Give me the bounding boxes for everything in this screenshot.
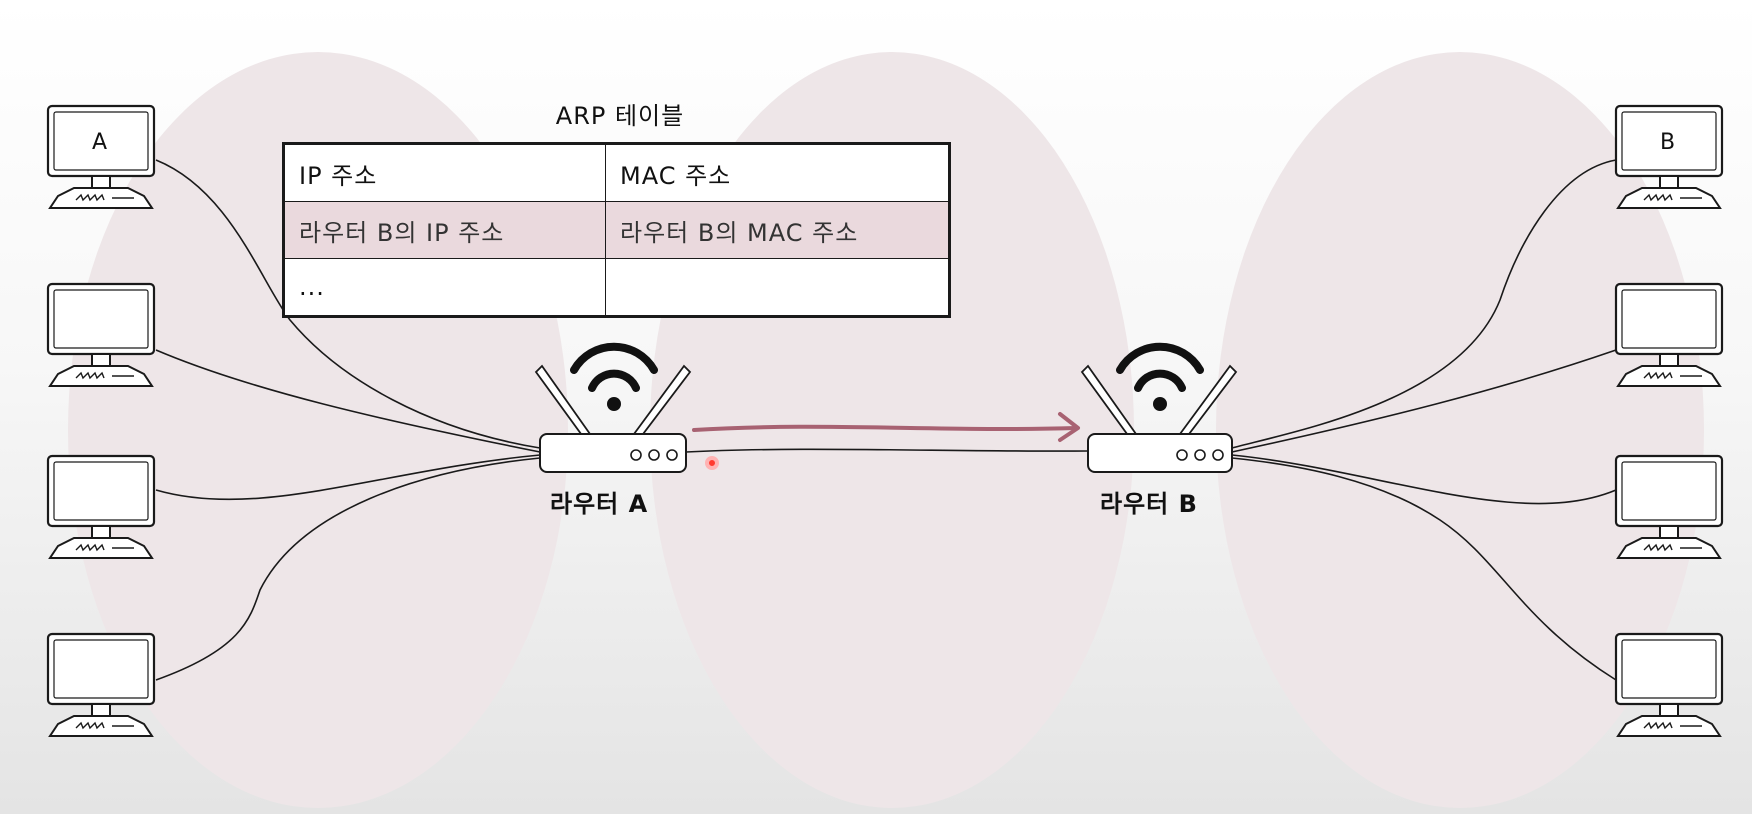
pc-left-4: [46, 632, 156, 738]
wifi-icon-dot: [607, 397, 621, 411]
wifi-icon-arc-inner: [1134, 369, 1186, 392]
host-a-label: A: [92, 130, 107, 155]
wifi-icon-arc-inner: [588, 369, 640, 392]
column-header-mac: MAC 주소: [605, 144, 949, 202]
router-b: [1080, 342, 1238, 473]
router-a: [534, 342, 692, 473]
pc-right-4: [1614, 632, 1724, 738]
pc-right-3: [1614, 454, 1724, 560]
pc-left-1: [46, 104, 156, 210]
lan-area-right: [1216, 52, 1704, 808]
pointer-cursor: [705, 456, 719, 470]
wifi-icon-dot: [1153, 397, 1167, 411]
cables-right: [1231, 159, 1617, 681]
pc-left-2: [46, 282, 156, 388]
cell-ip: ...: [284, 258, 606, 316]
wifi-icon-arc-outer: [1116, 342, 1204, 374]
wifi-icon-arc-outer: [570, 342, 658, 374]
cell-mac: 라우터 B의 MAC 주소: [605, 201, 949, 259]
cell-mac: [605, 258, 949, 316]
table-row: 라우터 B의 IP 주소 라우터 B의 MAC 주소: [284, 201, 949, 259]
router-b-label: 라우터 B: [1100, 490, 1198, 518]
cables-left: [155, 159, 541, 681]
router-a-label: 라우터 A: [550, 490, 648, 518]
arp-table: IP 주소 MAC 주소 라우터 B의 IP 주소 라우터 B의 MAC 주소 …: [282, 142, 951, 318]
table-row: ...: [284, 258, 949, 316]
router-link: [685, 448, 1089, 453]
arp-table-title: ARP 테이블: [555, 102, 685, 130]
router-b-body: [1087, 433, 1233, 473]
pc-left-3: [46, 454, 156, 560]
cell-ip: 라우터 B의 IP 주소: [284, 201, 606, 259]
host-b-label: B: [1660, 130, 1675, 155]
router-a-body: [539, 433, 687, 473]
column-header-ip: IP 주소: [284, 144, 606, 202]
send-arrow: [692, 412, 1080, 442]
pc-right-2: [1614, 282, 1724, 388]
pc-right-1: [1614, 104, 1724, 210]
